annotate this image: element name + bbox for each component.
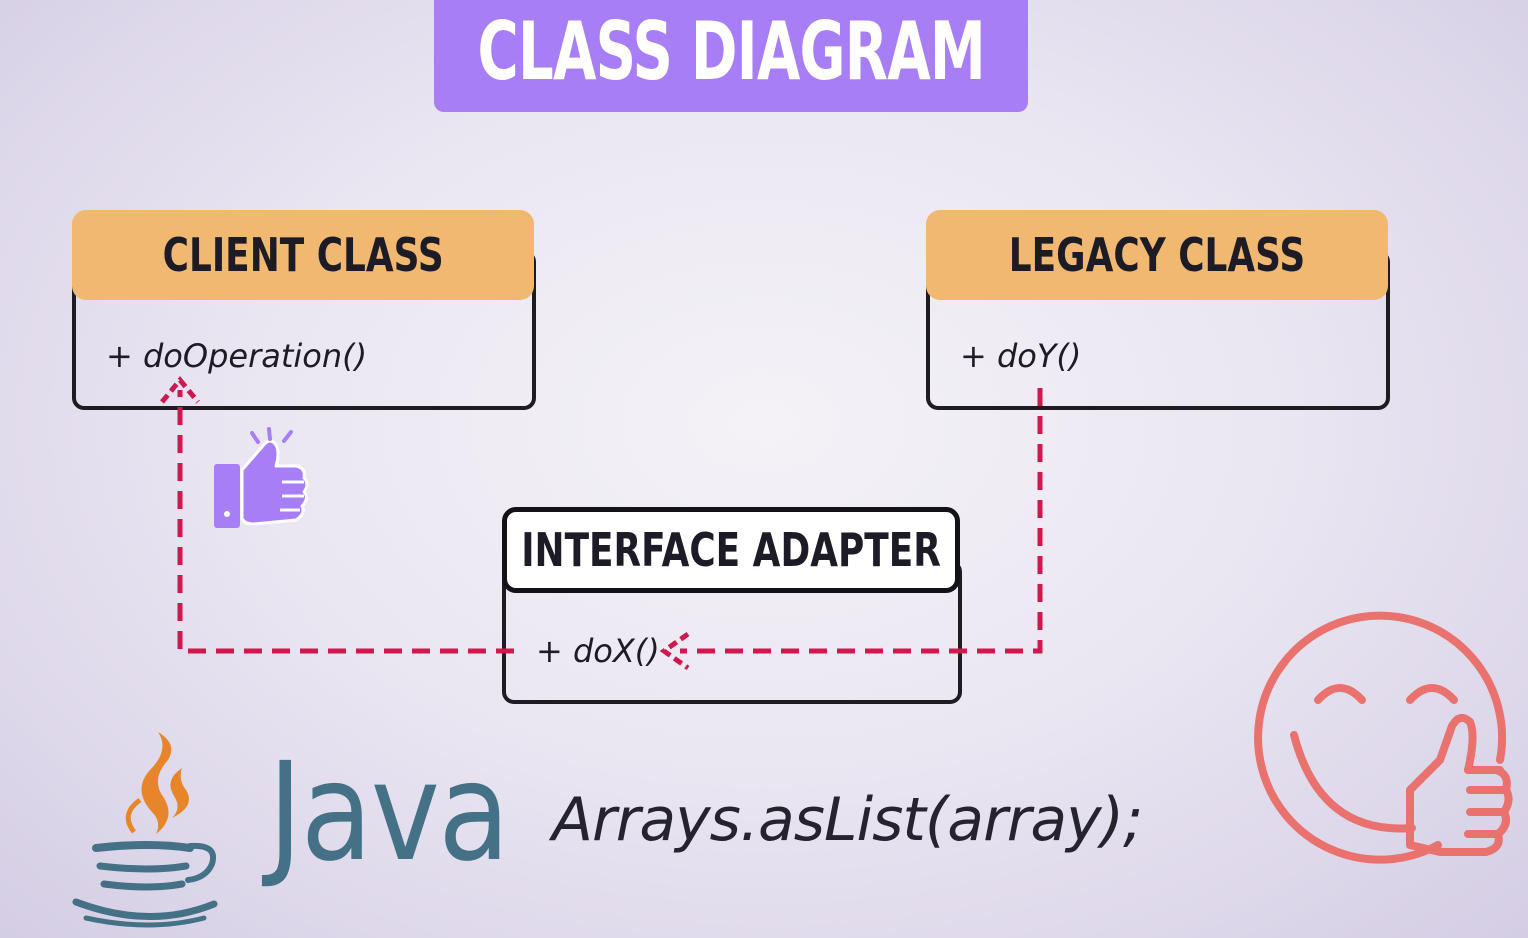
java-cup-icon bbox=[72, 732, 218, 928]
legacy-to-adapter-arrow bbox=[680, 388, 1043, 654]
java-logo-text: Java bbox=[268, 734, 510, 892]
adapter-class-name: INTERFACE ADAPTER bbox=[521, 523, 941, 577]
legacy-class-method: + doY() bbox=[960, 337, 1082, 375]
title-banner: CLASS DIAGRAM bbox=[434, 0, 1028, 112]
thumbs-up-icon bbox=[214, 427, 309, 528]
legacy-class-header: LEGACY CLASS bbox=[926, 210, 1388, 300]
adapter-arrowhead bbox=[659, 631, 690, 671]
diagram-title: CLASS DIAGRAM bbox=[477, 5, 985, 98]
client-class-method: + doOperation() bbox=[106, 337, 368, 375]
adapter-class-method: + doX() bbox=[536, 632, 660, 670]
code-example: Arrays.asList(array); bbox=[552, 785, 1143, 855]
adapter-to-client-arrow bbox=[177, 390, 514, 654]
smiley-thumbs-up-icon bbox=[1254, 611, 1513, 864]
adapter-class-header: INTERFACE ADAPTER bbox=[502, 507, 960, 593]
client-arrowhead bbox=[160, 376, 200, 404]
client-class-name: CLIENT CLASS bbox=[162, 228, 444, 282]
client-class-header: CLIENT CLASS bbox=[72, 210, 534, 300]
legacy-class-name: LEGACY CLASS bbox=[1008, 228, 1306, 282]
